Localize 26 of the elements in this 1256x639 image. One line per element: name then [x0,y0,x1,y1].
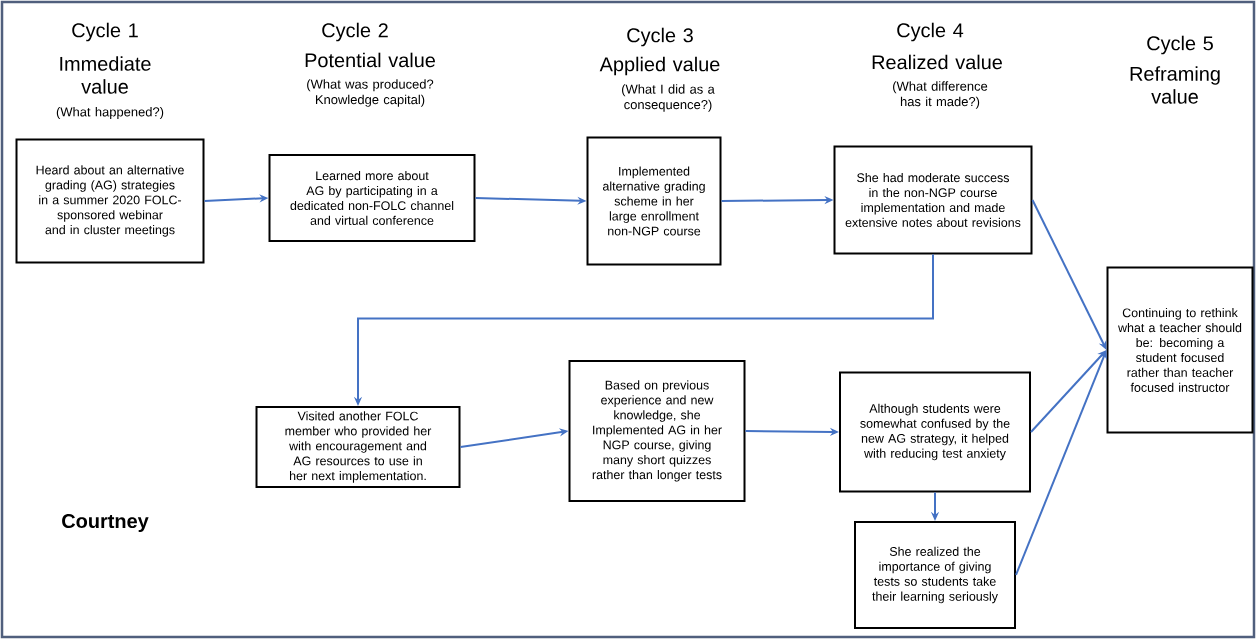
arrow [1031,199,1107,350]
arrow [1015,350,1107,576]
cycle-heading: Cycle 3 [627,27,693,47]
cycle-heading: Potential value [305,52,435,68]
cycle-heading: Cycle 2 [322,22,388,42]
process-box: Although students were somewhat confused by the new AG strategy, it helped with reducing test anxiety [839,371,1031,493]
cycle-heading: Cycle 4 [897,22,964,42]
cycle-heading: Realized value [872,54,1002,70]
process-box: Continuing to rethink what a teacher should be: becoming a student focused rather than teacher focused instructor [1106,266,1254,434]
process-box: Visited another FOLC member who provided her with encouragement and AG resources to use in her next implementation. [255,406,461,488]
cycle-question: (What happened?) [56,106,164,120]
cycle-heading: Immediate value [60,56,151,94]
cycle-question: (What was produced? Knowledge capital) [307,79,434,107]
process-box: She had moderate success in the non-NGP course implementation and made extensive notes about revisions [833,145,1033,255]
process-box: Implemented alternative grading scheme in her large enrollment non-NGP course [586,136,722,266]
process-box: Based on previous experience and new knowledge, she Implemented AG in her NGP course, giving many short quizzes rather than longer tests [568,360,746,502]
process-box: She realized the importance of giving tests so students take their learning seriously [854,521,1016,629]
person-name: Courtney [62,514,149,532]
cycle-question: (What I did as a consequence?) [622,84,715,112]
cycle-heading: Applied value [599,56,720,76]
cycle-heading: Cycle 5 [1147,35,1213,55]
cycle-question: (What difference has it made?) [893,81,988,109]
process-box: Heard about an alternative grading (AG) strategies in a summer 2020 FOLC-sponsored webinar and in cluster meetings [15,138,205,264]
cycle-heading: Cycle 1 [72,22,138,42]
cycle-heading: Reframing value [1130,66,1220,104]
process-box: Learned more about AG by participating in a dedicated non-FOLC channel and virtual conference [268,154,476,242]
